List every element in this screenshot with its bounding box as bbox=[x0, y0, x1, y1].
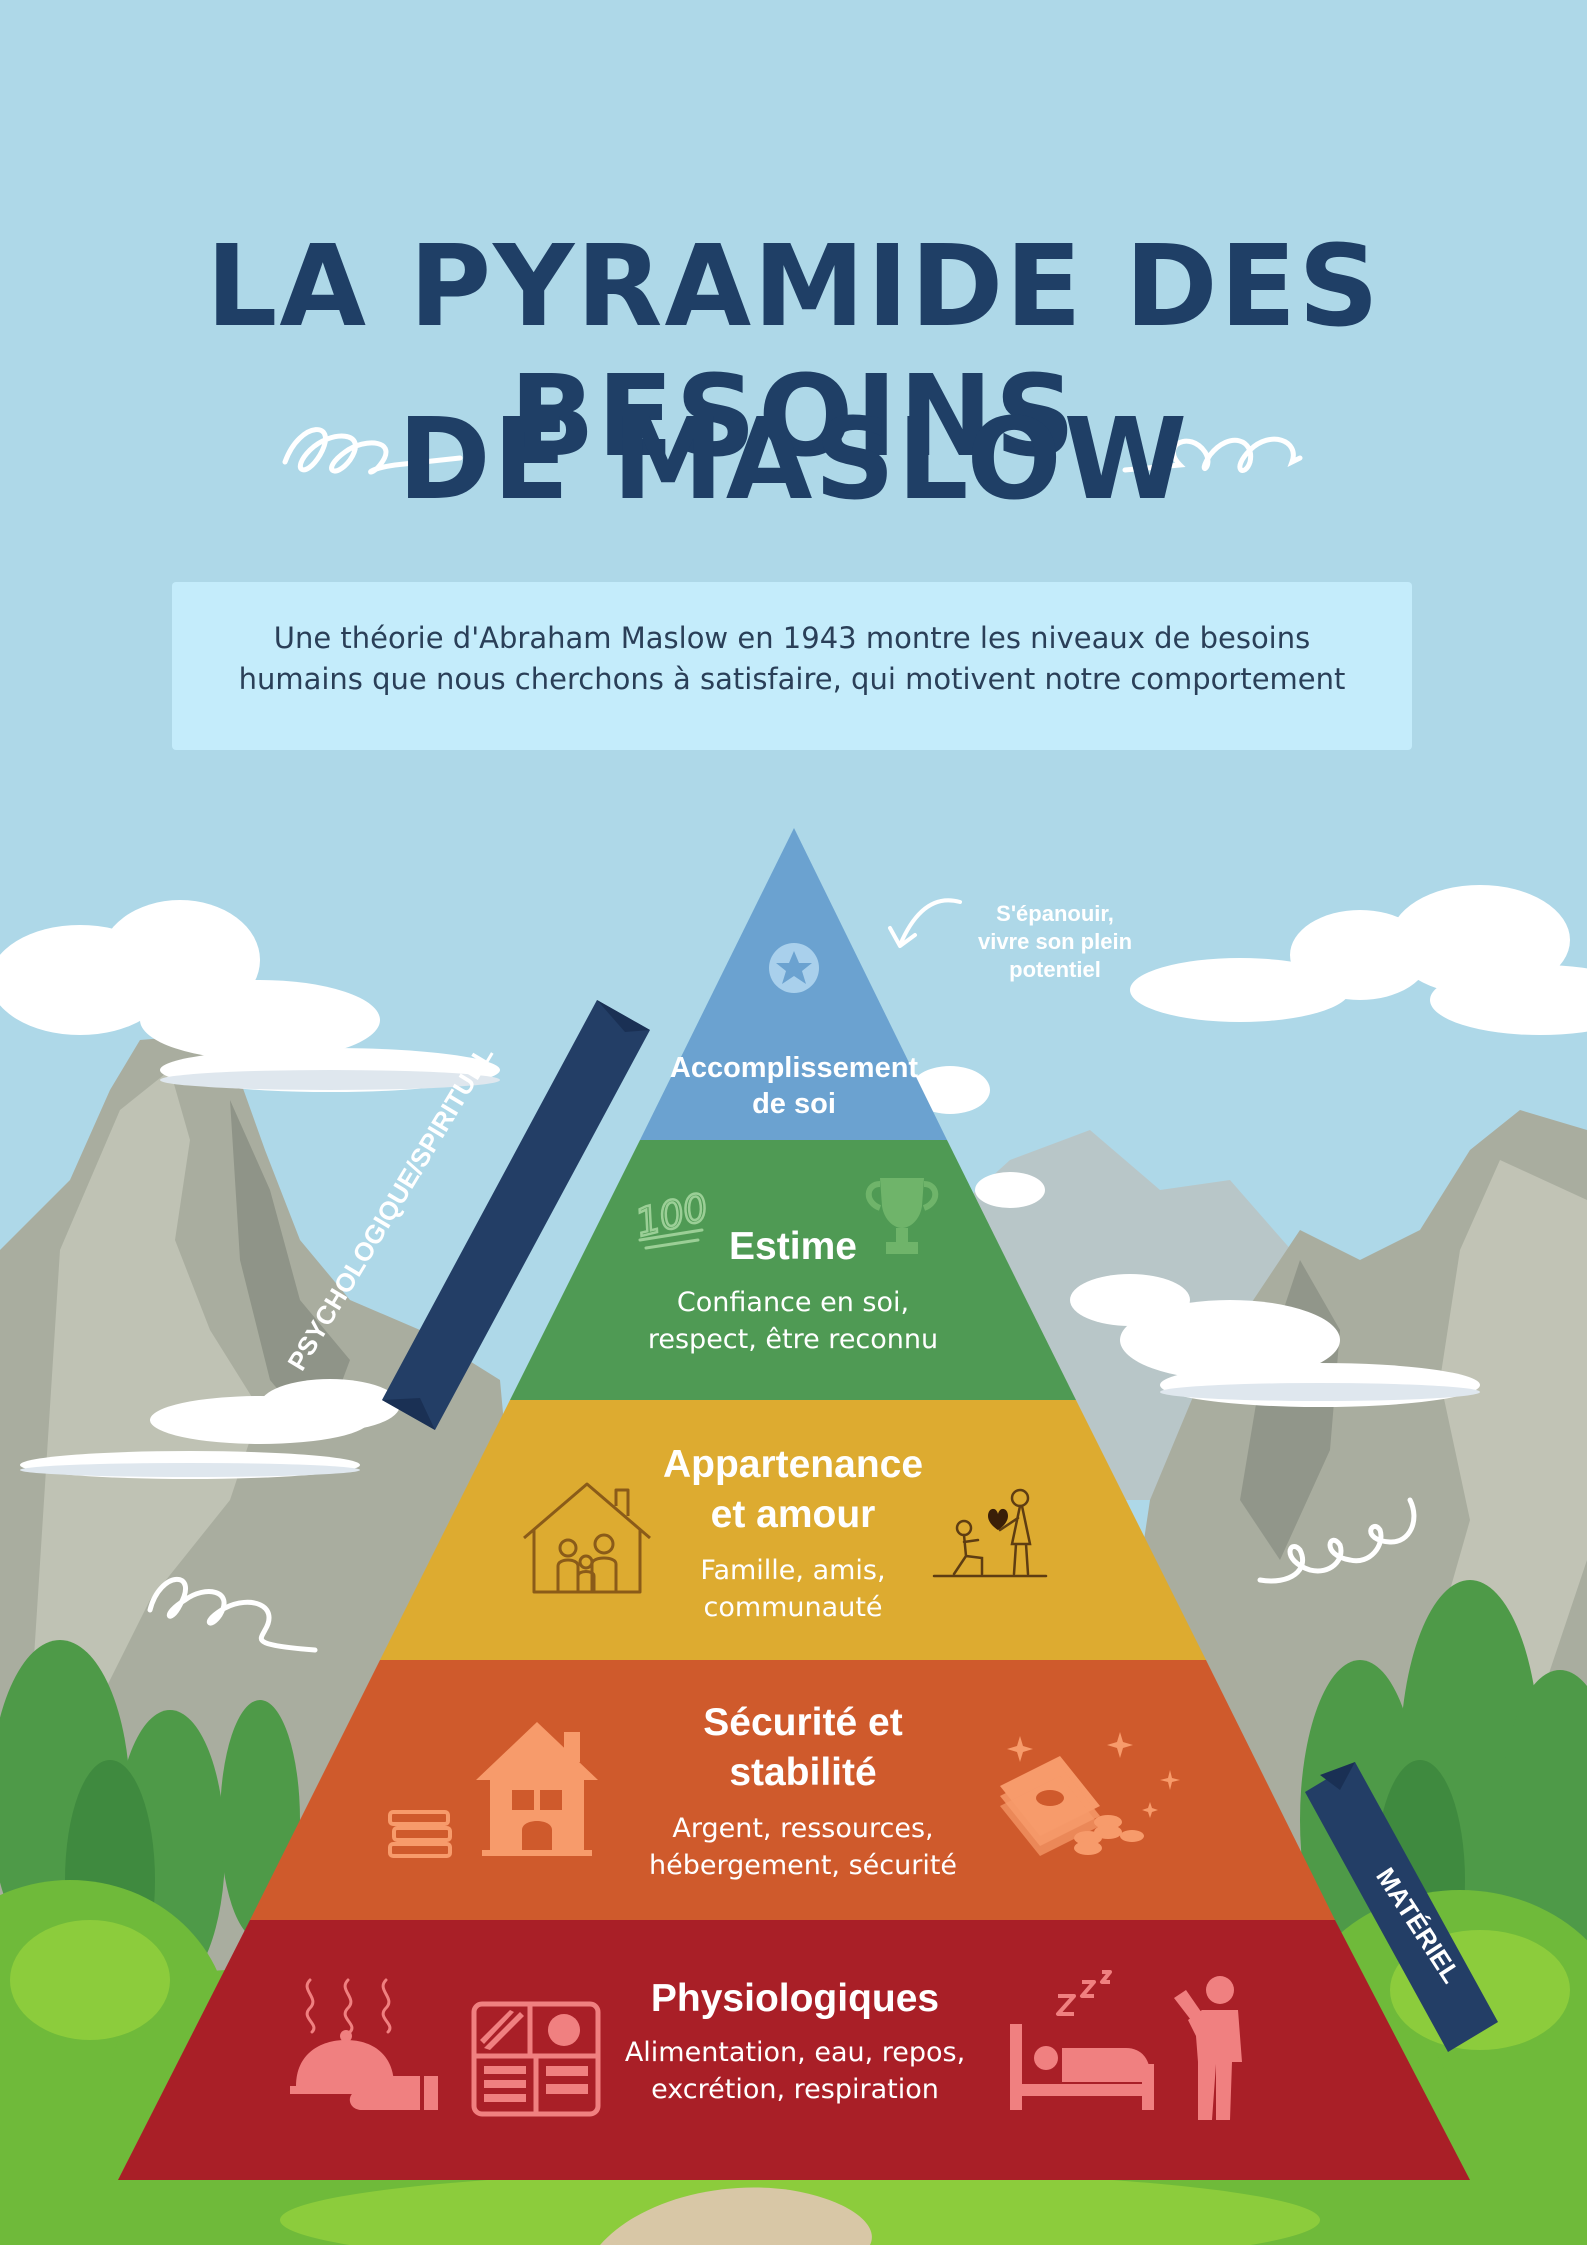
tier-physiologiques-desc-2: excrétion, respiration bbox=[651, 2074, 939, 2105]
books-icon bbox=[388, 1810, 452, 1858]
annotation-line2: vivre son plein bbox=[977, 929, 1133, 954]
tier-accomplissement-name-1: Accomplissement bbox=[669, 1052, 919, 1084]
tier-physiologiques bbox=[118, 1920, 1470, 2180]
tier-physiologiques-text: Physiologiques Alimentation, eau, repos,… bbox=[610, 1974, 980, 2108]
intro-box: Une théorie d'Abraham Maslow en 1943 mon… bbox=[172, 582, 1412, 750]
curved-arrow-icon bbox=[888, 898, 962, 948]
page-title-line2: DE MASLOW bbox=[397, 395, 1190, 525]
tier-estime-text: Estime Confiance en soi, respect, être r… bbox=[620, 1222, 966, 1358]
intro-line1: Une théorie d'Abraham Maslow en 1943 mon… bbox=[273, 621, 1311, 655]
tier-securite-text: Sécurité et stabilité Argent, ressources… bbox=[630, 1698, 976, 1884]
tier-estime-desc-2: respect, être reconnu bbox=[647, 1324, 939, 1355]
tier-appartenance bbox=[380, 1400, 1206, 1660]
tier-securite-desc-2: hébergement, sécurité bbox=[648, 1850, 958, 1881]
page-title-line1: LA PYRAMIDE DES BESOINS bbox=[206, 222, 1381, 482]
tier-appartenance-name-2: et amour bbox=[710, 1493, 876, 1536]
trophy-icon bbox=[865, 1178, 939, 1254]
money-coins-icon bbox=[1000, 1732, 1180, 1856]
serving-cloche-icon bbox=[290, 1978, 438, 2110]
person-drinking-icon bbox=[1174, 1976, 1242, 2120]
tier-estime-name: Estime bbox=[729, 1225, 857, 1268]
tier-securite-name-1: Sécurité et bbox=[703, 1701, 903, 1744]
tier-estime-desc-1: Confiance en soi, bbox=[676, 1287, 910, 1318]
meal-tray-icon bbox=[471, 2001, 601, 2117]
family-house-icon bbox=[523, 1482, 651, 1594]
tier-accomplissement-text: Accomplissement de soi bbox=[644, 1050, 944, 1122]
tier-appartenance-name-1: Appartenance bbox=[662, 1443, 924, 1486]
tier-appartenance-desc-1: Famille, amis, bbox=[700, 1555, 886, 1586]
tier-physiologiques-desc-1: Alimentation, eau, repos, bbox=[624, 2037, 966, 2068]
tier-securite-desc-1: Argent, ressources, bbox=[672, 1813, 934, 1844]
intro-line2: humains que nous cherchons à satisfaire,… bbox=[238, 662, 1346, 696]
annotation-note: S'épanouir, vivre son plein potentiel bbox=[945, 900, 1165, 984]
sleeping-bed-icon bbox=[1010, 1970, 1154, 2110]
tier-appartenance-text: Appartenance et amour Famille, amis, com… bbox=[620, 1440, 966, 1626]
tier-estime bbox=[510, 1140, 1076, 1400]
tier-physiologiques-name: Physiologiques bbox=[650, 1977, 940, 2020]
house-icon bbox=[476, 1722, 598, 1856]
proposal-couple-icon bbox=[932, 1488, 1048, 1578]
star-icon bbox=[769, 943, 819, 993]
tier-appartenance-desc-2: communauté bbox=[703, 1592, 883, 1623]
hundred-points-icon: 100 bbox=[632, 1184, 712, 1250]
tier-securite-name-2: stabilité bbox=[729, 1751, 877, 1794]
annotation-line3: potentiel bbox=[1009, 957, 1101, 982]
annotation-line1: S'épanouir, bbox=[996, 901, 1114, 926]
tier-accomplissement-name-2: de soi bbox=[752, 1088, 836, 1120]
